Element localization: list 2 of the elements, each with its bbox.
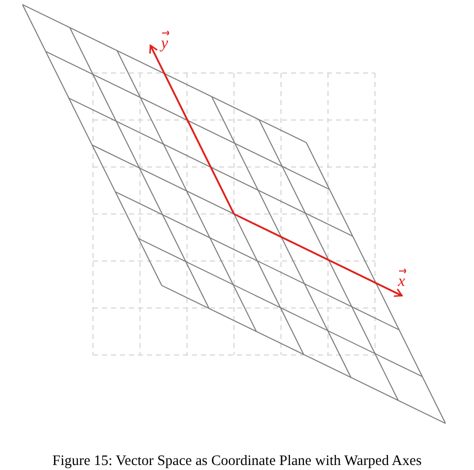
axis-label: y [160, 30, 170, 53]
figure-caption: Figure 15: Vector Space as Coordinate Plane with Warped Axes [51, 453, 423, 470]
